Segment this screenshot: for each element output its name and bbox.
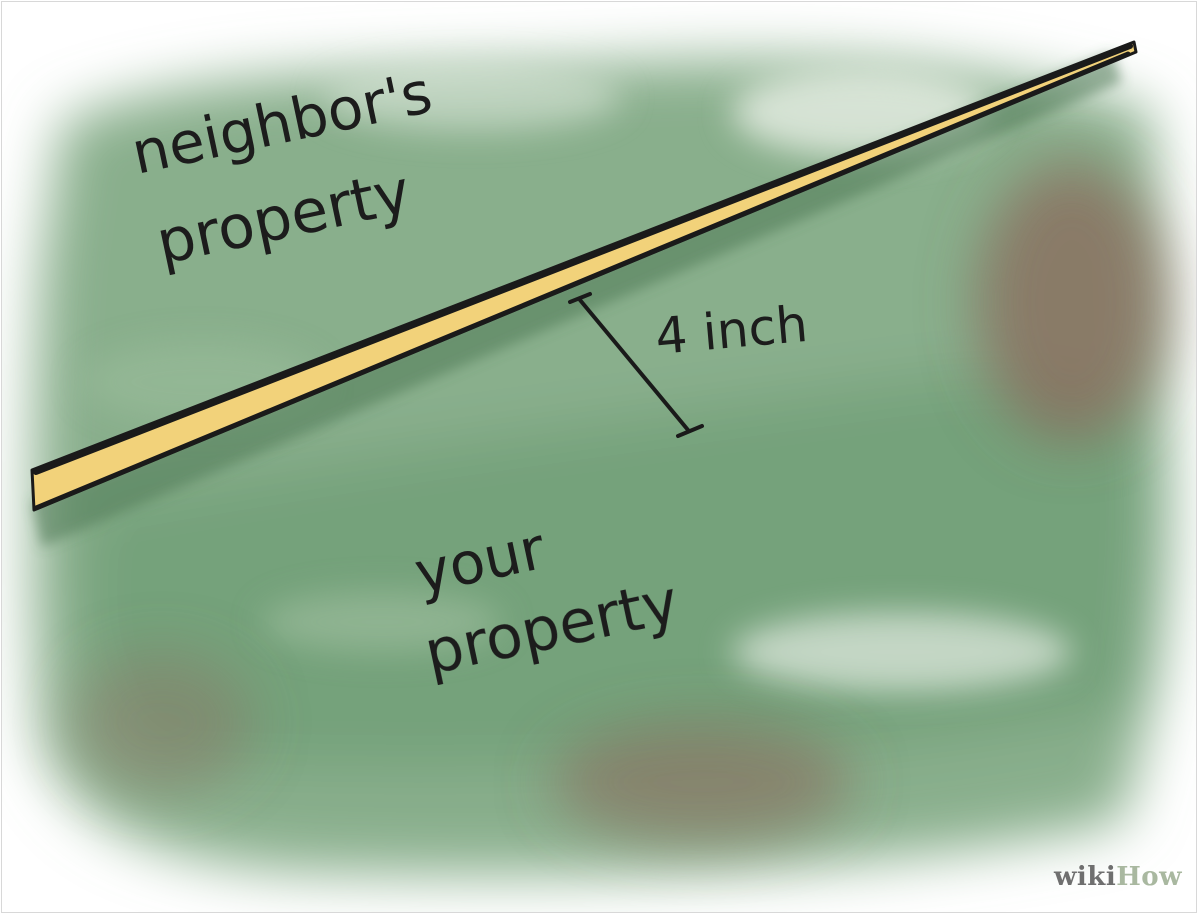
watermark-wiki: wiki [1054,862,1116,892]
wikihow-watermark: wikiHow [1054,862,1182,892]
watermark-how: How [1116,862,1182,892]
